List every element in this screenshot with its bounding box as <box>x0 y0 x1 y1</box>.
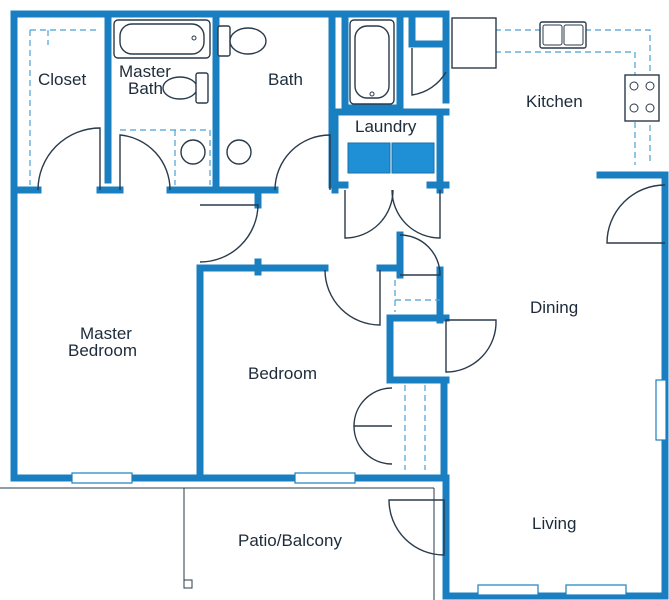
label-bath: Bath <box>268 70 303 89</box>
label-master-bedroom-1: Master <box>80 324 132 343</box>
fixtures <box>113 17 660 174</box>
label-dining: Dining <box>530 298 578 317</box>
label-master-bath-2: Bath <box>128 79 163 98</box>
label-living: Living <box>532 514 576 533</box>
label-master-bath-1: Master <box>119 62 171 81</box>
label-master-bedroom-2: Bedroom <box>68 341 137 360</box>
windows <box>71 379 667 596</box>
label-bedroom: Bedroom <box>248 364 317 383</box>
patio-outline <box>0 487 435 600</box>
label-laundry: Laundry <box>355 117 417 136</box>
label-patio: Patio/Balcony <box>238 531 342 550</box>
room-labels: Closet Master Bath Bath Laundry Kitchen … <box>38 62 583 550</box>
label-kitchen: Kitchen <box>526 92 583 111</box>
doors <box>37 48 666 556</box>
label-closet: Closet <box>38 70 86 89</box>
counter-lines <box>29 29 651 470</box>
